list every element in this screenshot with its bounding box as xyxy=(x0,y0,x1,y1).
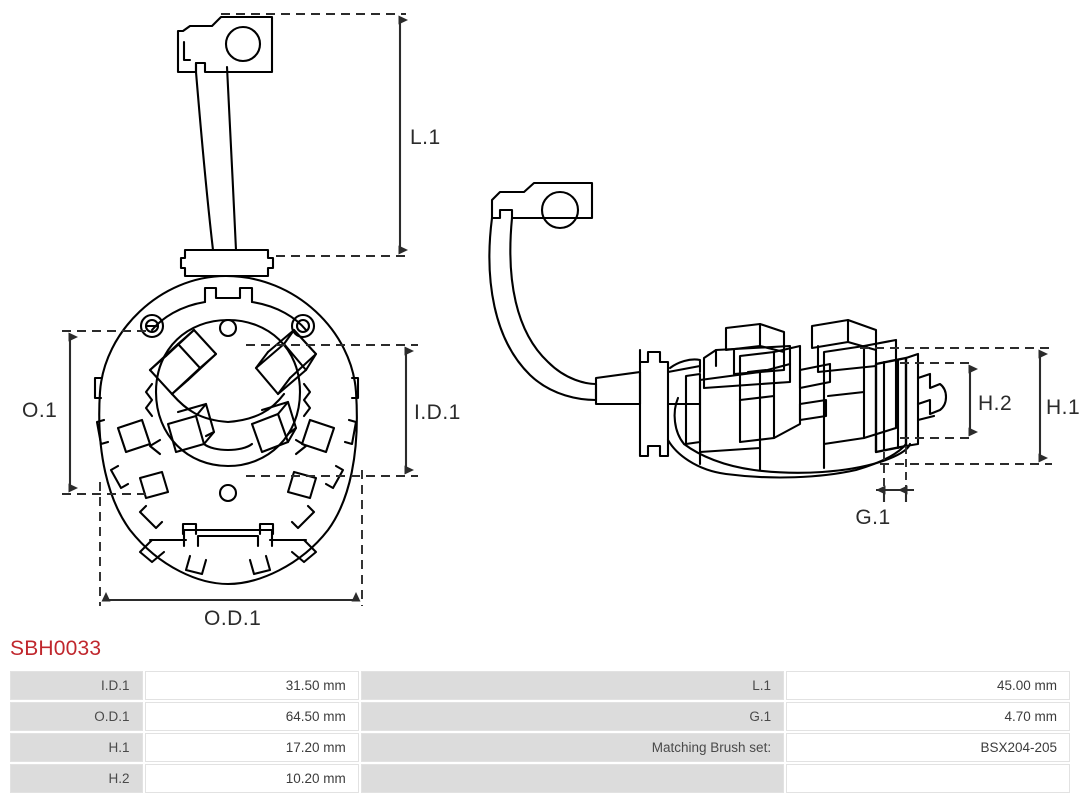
left-view-terminal-lug xyxy=(176,15,274,74)
spec-value: 17.20 mm xyxy=(144,733,359,762)
side-view-assembly xyxy=(488,181,948,479)
dimension-label-h1: H.1 xyxy=(1046,396,1080,419)
brush-connector-bridge xyxy=(798,362,832,422)
spec-label: G.1 xyxy=(360,702,785,731)
table-row: I.D.1 31.50 mm L.1 45.00 mm xyxy=(10,671,1070,700)
mounting-flange xyxy=(638,348,702,458)
spec-label: I.D.1 xyxy=(10,671,143,700)
dimension-h1: H.1 xyxy=(860,347,1080,465)
spec-label: L.1 xyxy=(360,671,785,700)
spec-value: 4.70 mm xyxy=(786,702,1070,731)
left-view-cable-base xyxy=(179,248,275,278)
spec-value: 64.50 mm xyxy=(144,702,359,731)
brush-spring-clip xyxy=(904,352,948,448)
spec-value: 31.50 mm xyxy=(144,671,359,700)
brush-holder-front-view xyxy=(93,274,360,586)
spec-value-empty xyxy=(786,764,1070,793)
dimension-label-l1: L.1 xyxy=(410,126,441,149)
spec-label-brush-set: Matching Brush set: xyxy=(360,733,785,762)
dimension-id1: I.D.1 xyxy=(246,344,461,477)
table-row: O.D.1 64.50 mm G.1 4.70 mm xyxy=(10,702,1070,731)
spec-label-empty xyxy=(360,764,785,793)
dimension-label-h2: H.2 xyxy=(978,392,1012,415)
spec-label: O.D.1 xyxy=(10,702,143,731)
dimension-label-o1: O.1 xyxy=(22,399,57,422)
spec-value-brush-set: BSX204-205 xyxy=(786,733,1070,762)
spec-value: 10.20 mm xyxy=(144,764,359,793)
side-view-cable xyxy=(488,216,598,402)
spec-value: 45.00 mm xyxy=(786,671,1070,700)
dimension-label-id1: I.D.1 xyxy=(414,401,461,424)
technical-drawing: L.1 O.1 I.D.1 O.D.1 xyxy=(22,13,1080,630)
dimension-o1: O.1 xyxy=(22,330,152,495)
dimension-h2: H.2 xyxy=(900,362,1012,439)
brush-box-right xyxy=(810,318,898,446)
table-row: H.2 10.20 mm xyxy=(10,764,1070,793)
lower-shroud xyxy=(682,442,912,474)
spec-table-body: I.D.1 31.50 mm L.1 45.00 mm O.D.1 64.50 … xyxy=(10,671,1070,793)
dimension-label-od1: O.D.1 xyxy=(204,607,261,630)
part-number: SBH0033 xyxy=(10,637,102,660)
dimension-od1: O.D.1 xyxy=(99,470,363,630)
drawing-canvas: L.1 O.1 I.D.1 O.D.1 xyxy=(22,13,1080,630)
dimension-label-g1: G.1 xyxy=(855,506,890,529)
left-view-cable xyxy=(194,61,238,252)
dimension-g1: G.1 xyxy=(855,446,914,529)
table-row: H.1 17.20 mm Matching Brush set: BSX204-… xyxy=(10,733,1070,762)
spec-label: H.2 xyxy=(10,764,143,793)
spec-label: H.1 xyxy=(10,733,143,762)
specifications-table: I.D.1 31.50 mm L.1 45.00 mm O.D.1 64.50 … xyxy=(8,669,1072,795)
side-view-terminal-lug xyxy=(490,181,594,230)
brush-box-left xyxy=(724,322,802,444)
cable-end-connector xyxy=(594,370,642,406)
dimension-l1: L.1 xyxy=(221,13,441,257)
